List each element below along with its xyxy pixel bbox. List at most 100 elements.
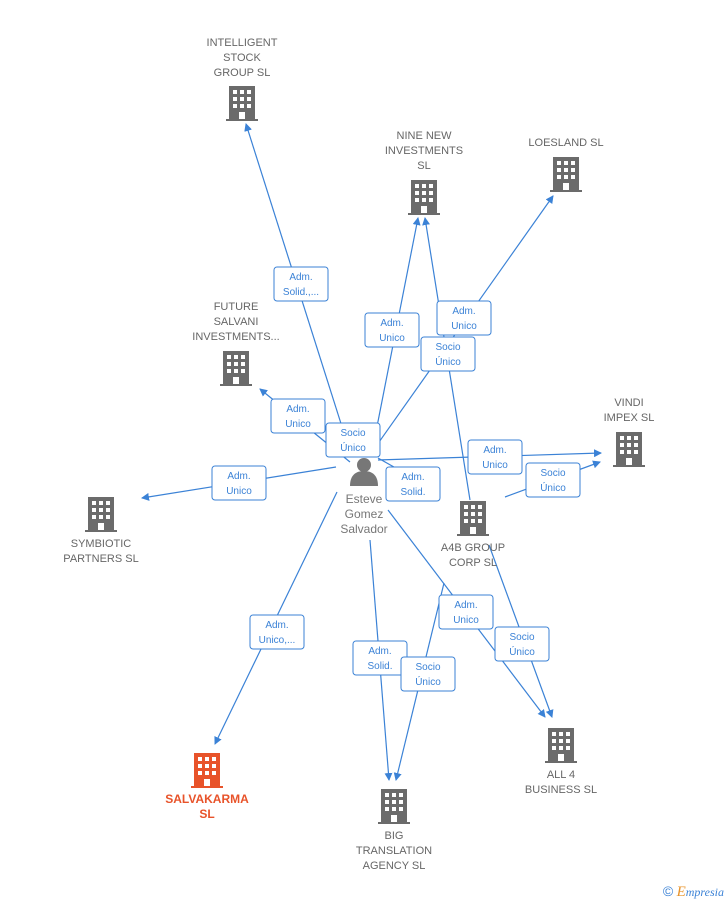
edge-label-nine-adm[interactable]: Adm. Unico xyxy=(364,312,420,348)
edge-label-box xyxy=(494,626,550,662)
company-name-line: LOESLAND SL xyxy=(528,137,603,149)
company-name-line: GROUP SL xyxy=(214,67,271,79)
edge-label-future[interactable]: Adm. Unico xyxy=(270,398,326,434)
edge-label-a4b[interactable]: Adm. Solid. xyxy=(385,466,441,502)
edge-label-text: Unico xyxy=(285,419,311,430)
edge-label-box xyxy=(420,336,476,372)
company-name-line: INVESTMENTS xyxy=(385,145,463,157)
person-node[interactable]: Esteve Gomez Salvador xyxy=(340,458,388,536)
edge-label-all4-adm[interactable]: Adm. Unico xyxy=(438,594,494,630)
company-node-future[interactable]: FUTURESALVANIINVESTMENTS... xyxy=(192,301,280,386)
company-name-line: AGENCY SL xyxy=(363,860,426,872)
person-name-line-2: Gomez xyxy=(345,507,384,521)
company-name-line: SL xyxy=(199,807,214,821)
edge-label-text: Solid. xyxy=(400,487,425,498)
edge-label-text: Socio xyxy=(340,428,365,439)
edge-label-text: Único xyxy=(415,675,441,688)
edge-label-box xyxy=(467,439,523,475)
edge-label-text: Adm. xyxy=(454,600,477,611)
edge-label-box xyxy=(325,422,381,458)
edge-label-box xyxy=(273,266,329,302)
edge-label-text: Único xyxy=(435,355,461,368)
edge-label-box xyxy=(438,594,494,630)
edge-label-intelligent[interactable]: Adm. Solid.,... xyxy=(273,266,329,302)
copyright-symbol: © xyxy=(662,883,674,899)
edge-label-text: Socio xyxy=(540,468,565,479)
edge-label-text: Adm. xyxy=(227,471,250,482)
company-name-line: BIG xyxy=(385,830,404,842)
edge-label-text: Adm. xyxy=(286,404,309,415)
edge-label-text: Unico xyxy=(379,333,405,344)
edge-label-big-adm[interactable]: Adm.Solid. xyxy=(352,640,408,676)
edge-label-text: Único xyxy=(340,441,366,454)
building-icon xyxy=(457,501,489,536)
edge-label-text: Adm. xyxy=(483,445,506,456)
building-icon xyxy=(191,753,223,788)
edge-label-box xyxy=(525,462,581,498)
edge-label-box xyxy=(436,300,492,336)
company-node-loesland[interactable]: LOESLAND SL xyxy=(528,137,604,192)
company-node-a4b[interactable]: A4B GROUP CORP SL xyxy=(441,501,505,569)
company-name-line: BUSINESS SL xyxy=(525,784,597,796)
edge-label-text: Adm. xyxy=(289,272,312,283)
edge-label-box xyxy=(270,398,326,434)
company-name-line: SALVANI xyxy=(214,316,259,328)
edge-labels: Adm.Solid.,...Adm.UnicoAdm.UnicoSocioÚni… xyxy=(211,266,581,692)
building-icon xyxy=(226,86,258,121)
edge-label-text: Solid. xyxy=(367,661,392,672)
edge-label-vindi-adm[interactable]: Adm. Unico xyxy=(467,439,523,475)
edge-label-box xyxy=(364,312,420,348)
company-name-line: TRANSLATION xyxy=(356,845,432,857)
edge-label-text: Adm. xyxy=(380,318,403,329)
brand-name: mpresia xyxy=(685,885,724,899)
building-icon xyxy=(550,157,582,192)
brand-initial: E xyxy=(676,884,686,900)
edge-label-text: Adm. xyxy=(265,620,288,631)
building-icon xyxy=(408,180,440,215)
edge-label-text: Solid.,... xyxy=(283,287,319,298)
company-name-line: VINDI xyxy=(614,397,643,409)
edge-label-text: Unico xyxy=(451,321,477,332)
edge-label-loesland[interactable]: Adm. Unico xyxy=(436,300,492,336)
company-name-line: INVESTMENTS... xyxy=(192,331,279,343)
company-node-big[interactable]: BIG TRANSLATION AGENCY SL xyxy=(356,789,432,872)
company-name-line: A4B GROUP xyxy=(441,542,505,554)
edge-label-box xyxy=(211,465,267,501)
edge-label-text: Único xyxy=(540,481,566,494)
edge-label-salvakarma[interactable]: Adm.Unico,... xyxy=(249,614,305,650)
edge-label-text: Adm. xyxy=(401,472,424,483)
building-icon xyxy=(378,789,410,824)
edge-label-text: Unico xyxy=(482,460,508,471)
building-icon xyxy=(613,432,645,467)
edge-label-text: Socio xyxy=(415,662,440,673)
edge-label-text: Unico xyxy=(226,486,252,497)
edge-label-text: Unico xyxy=(453,615,479,626)
edge-label-text: Adm. xyxy=(452,306,475,317)
person-name-line-3: Salvador xyxy=(340,522,387,536)
edge-label-box xyxy=(400,656,456,692)
person-name-line-1: Esteve xyxy=(346,492,383,506)
company-node-all4[interactable]: ALL 4 BUSINESS SL xyxy=(525,728,597,796)
company-name-line: ALL 4 xyxy=(547,769,575,781)
edge-label-symbiotic[interactable]: Adm. Unico xyxy=(211,465,267,501)
edge-label-box xyxy=(385,466,441,502)
company-name-line: INTELLIGENT xyxy=(207,37,278,49)
footer-brand: © Empresia xyxy=(663,883,724,901)
building-icon xyxy=(220,351,252,386)
edge-label-box xyxy=(249,614,305,650)
edge-label-text: Socio xyxy=(509,632,534,643)
edge-label-text: Único xyxy=(509,645,535,658)
building-icon xyxy=(85,497,117,532)
company-name-line: CORP SL xyxy=(449,557,497,569)
